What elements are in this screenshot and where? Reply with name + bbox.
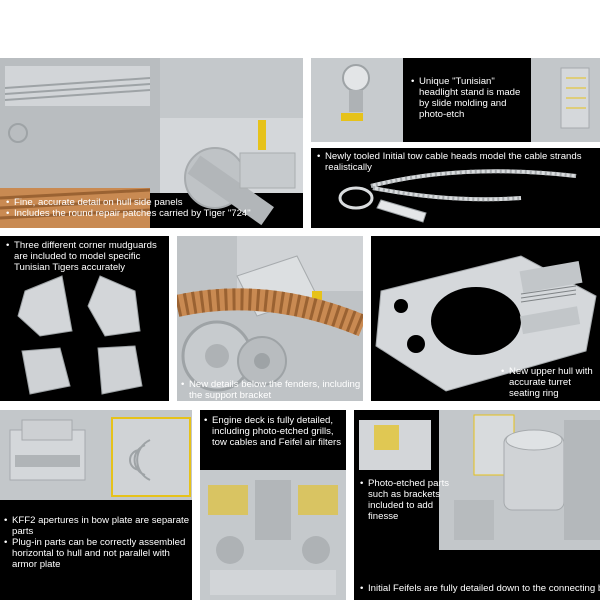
caption-line: Initial Feifels are fully detailed down … [360, 583, 600, 594]
caption-line: Unique "Tunisian" headlight stand is mad… [411, 76, 529, 120]
hull-side-caption: Fine, accurate detail on hull side panel… [6, 197, 301, 219]
caption-line: Engine deck is fully detailed, including… [204, 415, 344, 448]
caption-line: New details below the fenders, including… [181, 379, 361, 401]
fenders-illustration [177, 236, 363, 401]
caption-line: KFF2 apertures in bow plate are separate… [4, 515, 190, 537]
panel-tow-cable: Newly tooled Initial tow cable heads mod… [311, 148, 600, 228]
caption-line: New upper hull with accurate turret seat… [501, 366, 599, 399]
caption-line: Plug-in parts can be correctly assembled… [4, 537, 190, 570]
upper-hull-illustration [375, 255, 597, 392]
feifels-caption-bottom: Initial Feifels are fully detailed down … [360, 583, 600, 594]
feifels-illustration [359, 410, 600, 550]
engine-deck-caption: Engine deck is fully detailed, including… [204, 415, 344, 448]
headlight-illustration [311, 58, 600, 142]
panel-hull-side: Fine, accurate detail on hull side panel… [0, 58, 303, 228]
panel-mudguards: Three different corner mudguards are inc… [0, 236, 169, 401]
caption-line: Fine, accurate detail on hull side panel… [6, 197, 301, 208]
tow-cable-caption: Newly tooled Initial tow cable heads mod… [317, 151, 597, 173]
panel-headlight: Unique "Tunisian" headlight stand is mad… [311, 58, 600, 142]
panel-fenders: New details below the fenders, including… [177, 236, 363, 401]
panel-bow-plate: KFF2 apertures in bow plate are separate… [0, 410, 192, 600]
caption-line: Photo-etched parts such as brackets incl… [360, 478, 455, 522]
caption-line: Newly tooled Initial tow cable heads mod… [317, 151, 597, 173]
mudguards-illustration [17, 275, 143, 395]
caption-line: Includes the round repair patches carrie… [6, 208, 301, 219]
bow-plate-caption: KFF2 apertures in bow plate are separate… [4, 515, 190, 570]
headlight-caption: Unique "Tunisian" headlight stand is mad… [411, 76, 529, 120]
panel-engine-deck: Engine deck is fully detailed, including… [200, 410, 346, 600]
engine-deck-illustration [200, 470, 346, 600]
panel-feifels: Photo-etched parts such as brackets incl… [354, 410, 600, 600]
upper-hull-caption: New upper hull with accurate turret seat… [501, 366, 599, 399]
feifels-caption-top: Photo-etched parts such as brackets incl… [360, 478, 455, 522]
mudguards-caption: Three different corner mudguards are inc… [6, 240, 166, 273]
panel-upper-hull: New upper hull with accurate turret seat… [371, 236, 600, 401]
bow-plate-illustration [0, 410, 192, 500]
fenders-caption: New details below the fenders, including… [181, 379, 361, 401]
caption-line: Three different corner mudguards are inc… [6, 240, 166, 273]
